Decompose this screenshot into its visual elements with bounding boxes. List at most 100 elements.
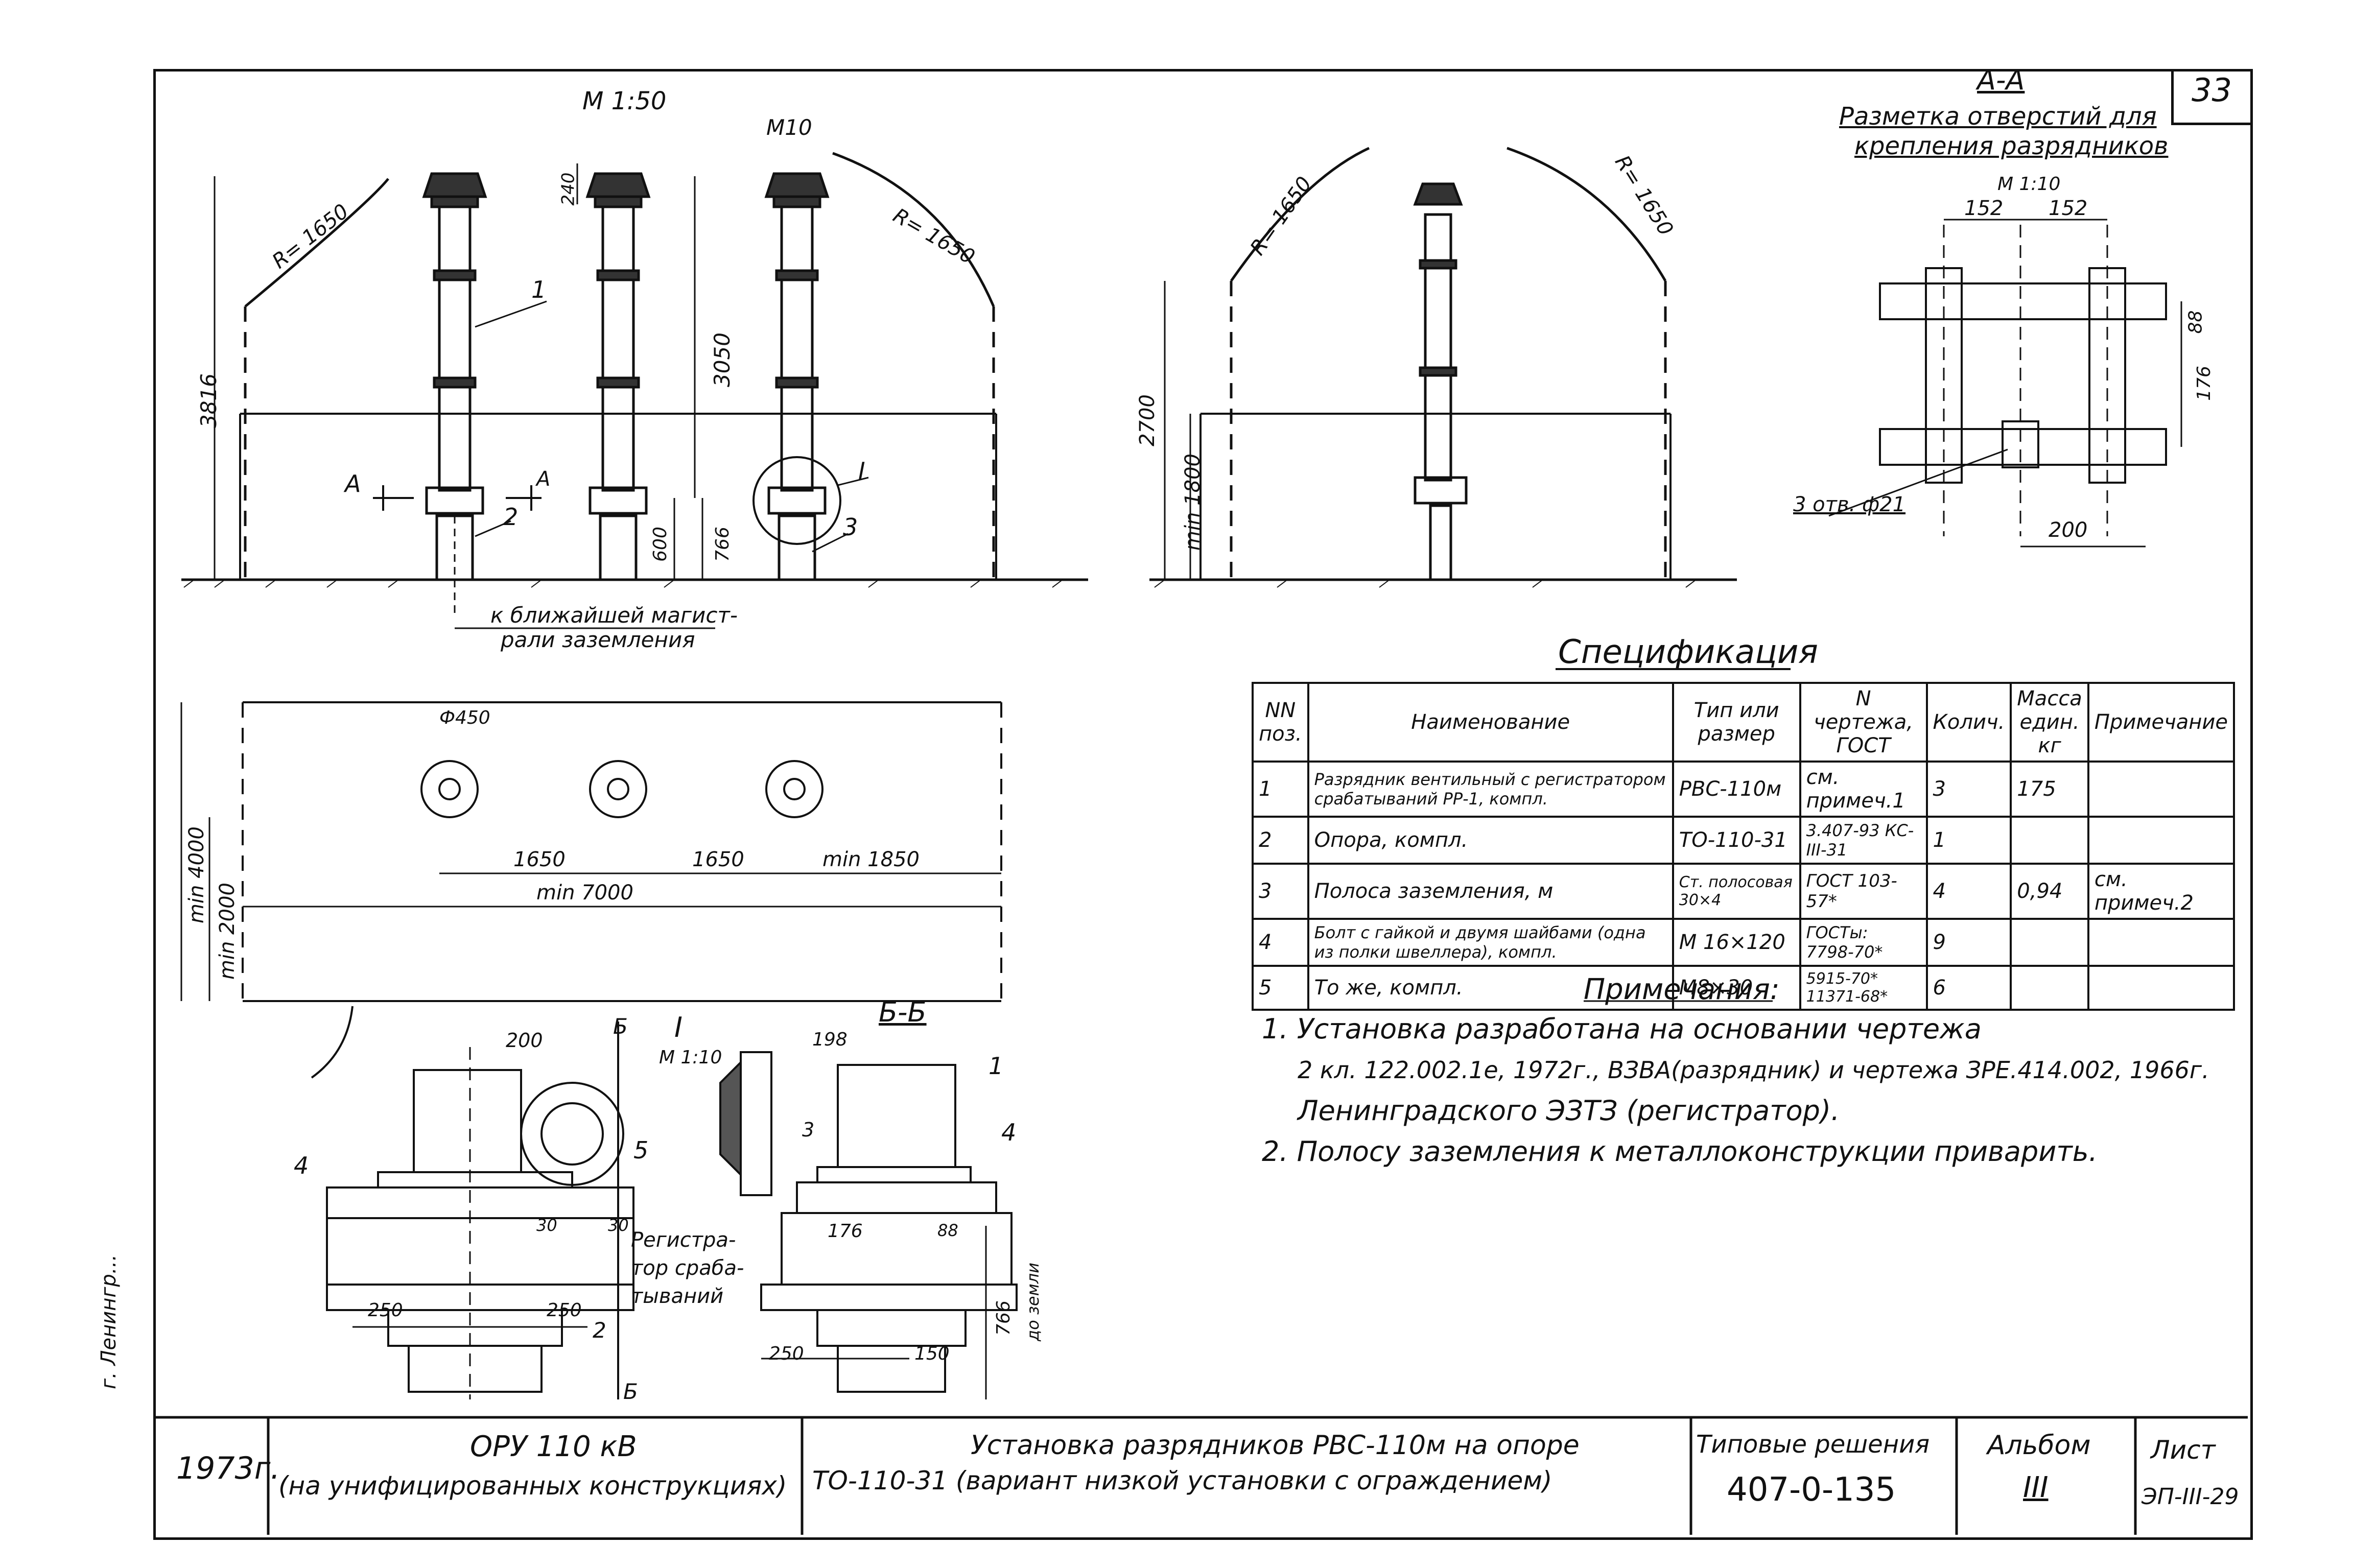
detail-1-callout-4: 4	[294, 1152, 309, 1179]
title-year: 1973г.	[176, 1451, 280, 1486]
spec-title: Спецификация	[1558, 633, 1818, 671]
registrator-label-1: Регистра-	[631, 1228, 736, 1252]
drawing-frame	[153, 69, 2253, 1540]
detail-1-dim-200: 200	[506, 1029, 543, 1052]
registrator-label-2: тор сраба-	[631, 1256, 744, 1280]
detail-1-callout-2: 2	[593, 1318, 606, 1343]
plan-dim-1650b: 1650	[692, 848, 744, 871]
detail-1-scale: М 1:10	[659, 1047, 722, 1068]
radius-arc-2	[832, 152, 995, 307]
title-name-1: Установка разрядников РВС-110м на опоре	[971, 1430, 1580, 1461]
callout-I: I	[858, 457, 865, 485]
spec-col-drawing: N чертежа, ГОСТ	[1799, 682, 1928, 763]
ground-note-1: к ближайшей магист-	[490, 603, 738, 628]
title-sheet-value: ЭП-III-29	[2142, 1484, 2239, 1510]
section-aa-subtitle-2: крепления разрядников	[1854, 132, 2169, 160]
arrester-2	[585, 172, 651, 581]
section-mark-a-right: А	[536, 467, 551, 491]
callout-2: 2	[503, 503, 519, 531]
plan-view	[180, 701, 1002, 1079]
spec-cell: Полоса заземления, м	[1307, 863, 1674, 920]
spec-cell: 5915-70* 11371-68*	[1799, 965, 1928, 1011]
title-series-value: 407-0-135	[1727, 1471, 1896, 1509]
spec-cell	[2087, 918, 2236, 967]
notes-list: 1. Установка разработана на основании че…	[1262, 1009, 2232, 1172]
plan-dim-1850: min 1850	[822, 848, 920, 871]
spec-cell: М 16×120	[1672, 918, 1801, 967]
plan-dim-1650a: 1650	[513, 848, 566, 871]
spec-cell: 9	[1925, 918, 2012, 967]
m10-label: М10	[766, 115, 812, 140]
section-bb-dim-198: 198	[812, 1029, 848, 1050]
page-number: 33	[2192, 72, 2232, 109]
registrator-label-3: тываний	[631, 1285, 724, 1308]
dim-152a: 152	[1964, 197, 2004, 220]
section-bb-dim-88: 88	[937, 1221, 958, 1240]
spec-cell: Опора, компл.	[1307, 816, 1674, 865]
spec-cell: ГОСТ 103-57*	[1799, 863, 1928, 920]
spec-col-type: Тип или размер	[1672, 682, 1801, 763]
detail-1-dim-30b: 30	[608, 1216, 629, 1235]
spec-cell: ТО-110-31	[1672, 816, 1801, 865]
table-row: 1 Разрядник вентильный с регистратором с…	[1252, 761, 2236, 818]
title-object-1: ОРУ 110 кВ	[470, 1430, 637, 1463]
spec-cell	[2087, 816, 2236, 865]
radius-arc-1	[244, 178, 389, 307]
spec-cell: 3	[1252, 863, 1309, 920]
title-object-2: (на унифицированных конструкциях)	[278, 1471, 787, 1501]
arrester-3	[752, 172, 841, 581]
callout-1: 1	[531, 276, 547, 303]
holes-label: 3 отв. ф21	[1793, 493, 1906, 516]
title-series-label: Типовые решения	[1696, 1430, 1930, 1459]
detail-1-dim-30a: 30	[536, 1216, 557, 1235]
section-bb-title: Б-Б	[879, 996, 927, 1028]
title-name-2: ТО-110-31 (вариант низкой установки с ог…	[812, 1466, 1552, 1495]
spec-cell: ГОСТы: 7798-70*	[1799, 918, 1928, 967]
spec-header-row: NN поз. Наименование Тип или размер N че…	[1252, 682, 2236, 763]
note-line-4: 2. Полосу заземления к металлоконструкци…	[1262, 1135, 2098, 1168]
section-bb-dim-176: 176	[828, 1221, 863, 1242]
title-album-label: Альбом	[1987, 1430, 2091, 1461]
arrester-1	[422, 172, 487, 613]
spec-col-mass: Масса един. кг	[2010, 682, 2089, 763]
spec-cell	[2087, 965, 2236, 1011]
spec-col-name: Наименование	[1307, 682, 1674, 763]
spec-col-qty: Колич.	[1925, 682, 2012, 763]
page-number-box	[2171, 69, 2253, 125]
dim-152b: 152	[2049, 197, 2088, 220]
notes-title: Примечания:	[1584, 973, 1780, 1006]
title-album-value: III	[2023, 1471, 2049, 1504]
section-bb	[719, 1051, 1018, 1399]
spec-cell: М8×30	[1672, 965, 1801, 1011]
spec-cell	[2010, 965, 2089, 1011]
spec-cell: см. примеч.2	[2087, 863, 2236, 920]
spec-cell: Болт с гайкой и двумя шайбами (одна из п…	[1307, 918, 1674, 967]
detail-1-callout-5: 5	[633, 1136, 649, 1164]
note-line-3: Ленинградского ЭЗТЗ (регистратор).	[1298, 1095, 1840, 1127]
spec-col-note: Примечание	[2087, 682, 2236, 763]
section-aa-title: А-А	[1977, 64, 2025, 96]
plan-diameter: Ф450	[439, 707, 490, 728]
spec-cell: 2	[1252, 816, 1309, 865]
dim-200: 200	[2049, 518, 2088, 542]
section-bb-dim-250: 250	[769, 1343, 804, 1364]
spec-cell	[2010, 918, 2089, 967]
spec-cell: 0,94	[2010, 863, 2089, 920]
spec-cell: 3.407-93 КС-III-31	[1799, 816, 1928, 865]
section-aa-detail	[1828, 219, 2182, 548]
spec-cell: 1	[1925, 816, 2012, 865]
section-bb-dim-150: 150	[914, 1343, 950, 1364]
spec-cell: 3	[1925, 761, 2012, 818]
spec-cell: То же, компл.	[1307, 965, 1674, 1011]
section-bb-callout-1: 1	[989, 1052, 1004, 1080]
section-aa-subtitle-1: Разметка отверстий для	[1839, 102, 2157, 131]
spec-cell: 4	[1925, 863, 2012, 920]
spec-cell: 175	[2010, 761, 2089, 818]
section-mark-a-left: А	[345, 470, 361, 497]
section-aa-scale: М 1:10	[1997, 174, 2061, 195]
spec-cell: 6	[1925, 965, 2012, 1011]
spec-cell: 1	[1252, 761, 1309, 818]
